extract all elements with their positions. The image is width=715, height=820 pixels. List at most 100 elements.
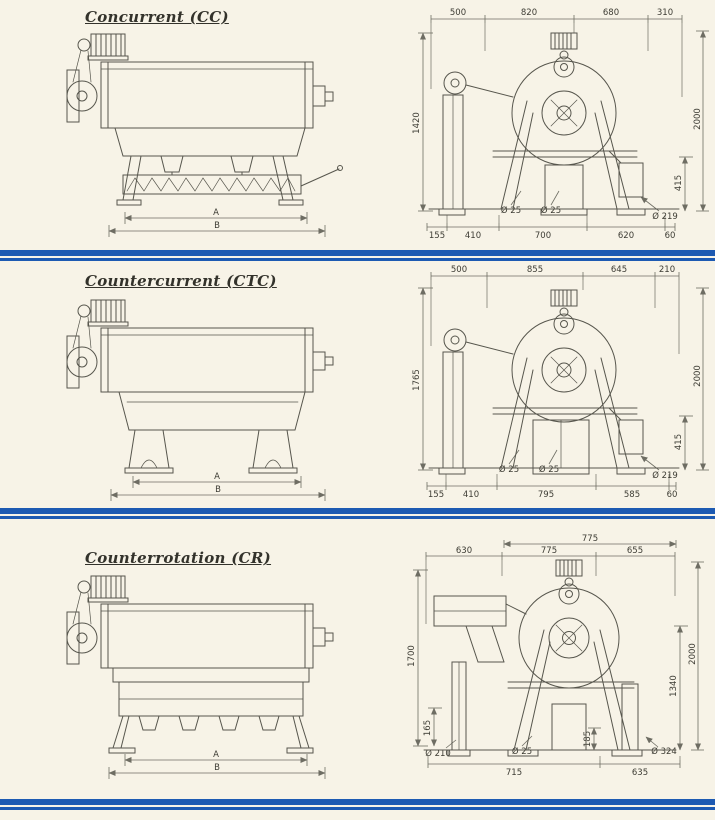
- side-view-ctc-drawing: A B: [66, 299, 334, 501]
- drum-end: [518, 587, 620, 689]
- dim-bottom-1: 155: [428, 490, 444, 500]
- motor: [77, 299, 129, 327]
- dimension-b: [108, 225, 326, 237]
- diameter-leaders: [508, 449, 660, 471]
- dimension-top-overall: [503, 540, 677, 548]
- motor: [77, 33, 129, 61]
- dimension-b: [108, 767, 326, 779]
- dim-top-4: 210: [659, 265, 675, 275]
- dim-right-2: 415: [674, 434, 684, 450]
- dim-b-label: B: [215, 485, 221, 495]
- dim-bottom-2: 410: [465, 231, 481, 241]
- figure-ctc-end: 500 855 645 210 1765 2000 415 155 410 79…: [412, 262, 713, 504]
- diameter-label-2: Ø 25: [539, 464, 559, 475]
- diameter-label-1: Ø 25: [499, 464, 519, 475]
- discharge-lever: [300, 165, 343, 187]
- drum: [100, 603, 334, 669]
- dim-bottom-5: 60: [665, 231, 676, 241]
- dimension-left: [418, 287, 433, 471]
- dim-top-2: 855: [527, 265, 543, 275]
- tank: [118, 391, 306, 431]
- right-outlet: [608, 407, 644, 455]
- dim-a-label: A: [213, 208, 219, 218]
- diameter-leaders: [510, 190, 660, 212]
- dim-bottom-1: 715: [506, 768, 522, 778]
- hoppers: [138, 715, 280, 731]
- dim-left-1: 1700: [407, 645, 417, 667]
- machine-end-view: [423, 559, 677, 757]
- dim-right-1: 2000: [693, 108, 703, 130]
- end-view-cc-drawing: 500 820 680 310 1420 2000 415 155 410 70…: [412, 8, 709, 241]
- section-divider: [0, 799, 715, 810]
- left-support: [451, 661, 467, 751]
- end-view-cr-drawing: 775 630 775 655 1700 165: [407, 534, 704, 778]
- dim-bottom-2: 635: [632, 768, 648, 778]
- motor: [550, 289, 578, 335]
- diameter-label-3: Ø 219: [652, 470, 678, 481]
- drive-belt: [72, 315, 92, 349]
- base: [428, 208, 680, 216]
- drive-pulley: [66, 335, 98, 389]
- side-view-cc-drawing: A B: [66, 33, 343, 237]
- base: [428, 467, 680, 475]
- diameter-label-3: Ø 324: [651, 746, 677, 757]
- motor: [550, 32, 578, 78]
- machine-side-view: [66, 575, 334, 754]
- figure-cc-end: 500 820 680 310 1420 2000 415 155 410 70…: [412, 5, 713, 245]
- machine-side-view: [66, 299, 334, 474]
- motor: [77, 575, 129, 603]
- dimension-top-chain: [425, 552, 676, 624]
- diameter-label-1: Ø 210: [425, 748, 451, 759]
- drive-belt: [72, 591, 92, 625]
- dimension-a: [124, 754, 308, 766]
- diameter-label-2: Ø 25: [512, 746, 532, 757]
- dimension-bottom-chain: [427, 756, 681, 768]
- machine-end-view: [428, 289, 680, 475]
- section-divider: [0, 250, 715, 261]
- section-title-cc: Concurrent (CC): [85, 8, 229, 26]
- section-divider: [0, 508, 715, 519]
- center-tank: [532, 419, 590, 469]
- frame: [507, 629, 635, 751]
- dim-top-1: 630: [456, 546, 472, 556]
- flywheel-and-column: [442, 71, 514, 210]
- dim-bottom-3: 795: [538, 490, 554, 500]
- dimension-left: [418, 32, 433, 212]
- diameter-label-2: Ø 25: [541, 205, 561, 216]
- dim-top-overall: 775: [582, 534, 598, 544]
- center-chute: [544, 164, 584, 210]
- side-view-cr-drawing: A B: [66, 575, 334, 779]
- dim-bottom-5: 60: [667, 490, 678, 500]
- dimension-a: [124, 212, 308, 224]
- dim-left-1: 1420: [412, 112, 422, 134]
- dim-top-1: 500: [451, 265, 467, 275]
- dim-bottom-2: 410: [463, 490, 479, 500]
- dim-bottom-4: 585: [624, 490, 640, 500]
- dim-top-4: 310: [657, 8, 673, 18]
- drive-belt: [72, 49, 92, 83]
- dim-bottom-4: 620: [618, 231, 634, 241]
- dimension-bottom-chain: [426, 215, 676, 231]
- diameter-label-3: Ø 219: [652, 211, 678, 222]
- figure-cr-end: 775 630 775 655 1700 165: [407, 534, 708, 786]
- drum-end: [511, 317, 617, 423]
- legs: [116, 155, 304, 206]
- dim-right-3: 185: [583, 731, 593, 747]
- legs: [108, 715, 314, 754]
- dimension-right: [679, 30, 709, 212]
- machine-side-view: [66, 33, 343, 206]
- dim-top-2: 775: [541, 546, 557, 556]
- dim-top-3: 680: [603, 8, 619, 18]
- dim-top-3: 645: [611, 265, 627, 275]
- dim-top-1: 500: [450, 8, 466, 18]
- figure-cr-side: A B: [55, 568, 355, 783]
- base: [423, 749, 677, 757]
- frame: [492, 357, 638, 469]
- dim-a-label: A: [213, 750, 219, 760]
- dim-left-1: 1765: [412, 369, 422, 391]
- frame: [492, 100, 638, 210]
- end-view-ctc-drawing: 500 855 645 210 1765 2000 415 155 410 79…: [412, 265, 709, 500]
- dim-b-label: B: [214, 221, 220, 231]
- dim-bottom-3: 700: [535, 231, 551, 241]
- section-title-cr: Counterrotation (CR): [85, 549, 272, 567]
